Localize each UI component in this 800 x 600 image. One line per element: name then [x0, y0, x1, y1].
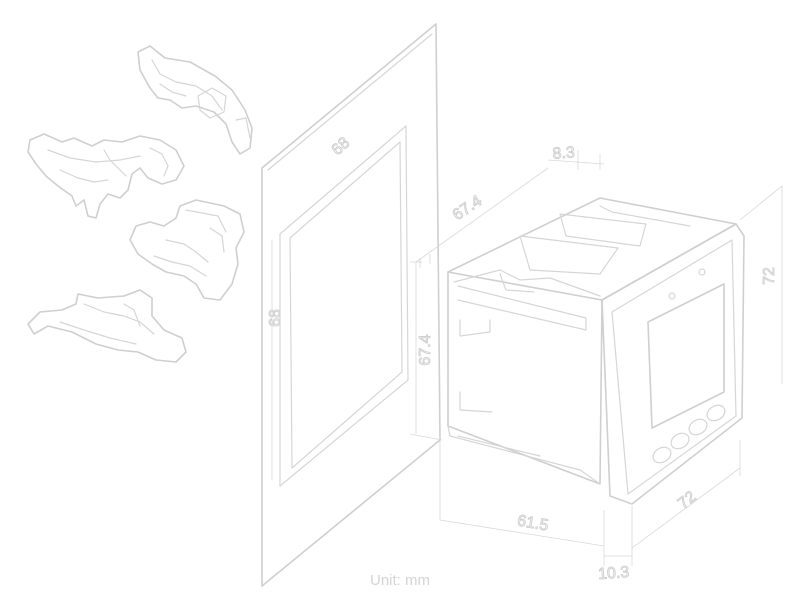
unit-label: Unit: mm [370, 572, 430, 589]
meter-body [447, 197, 745, 505]
mounting-clip-bottom [27, 289, 187, 363]
dimension-body-depth: 61.5 [516, 512, 550, 534]
dimension-side-depth: 67.4 [450, 192, 485, 224]
mounting-clip-lower-middle [129, 199, 245, 301]
dimension-front-height: 72 [761, 267, 778, 285]
dimension-bracket-width: 68 [329, 134, 354, 159]
panel-frame [261, 23, 441, 587]
dimension-bezel-depth: 10.3 [598, 564, 630, 583]
dimension-top-depth: 8.3 [552, 144, 575, 163]
dimension-front-width: 72 [675, 488, 700, 512]
mounting-clip-top [137, 45, 253, 155]
dimension-lines [409, 150, 783, 566]
dimension-panel-height: 68 [267, 309, 284, 327]
mounting-clip-upper-middle [27, 133, 185, 219]
dimension-side-height: 67.4 [417, 334, 434, 365]
